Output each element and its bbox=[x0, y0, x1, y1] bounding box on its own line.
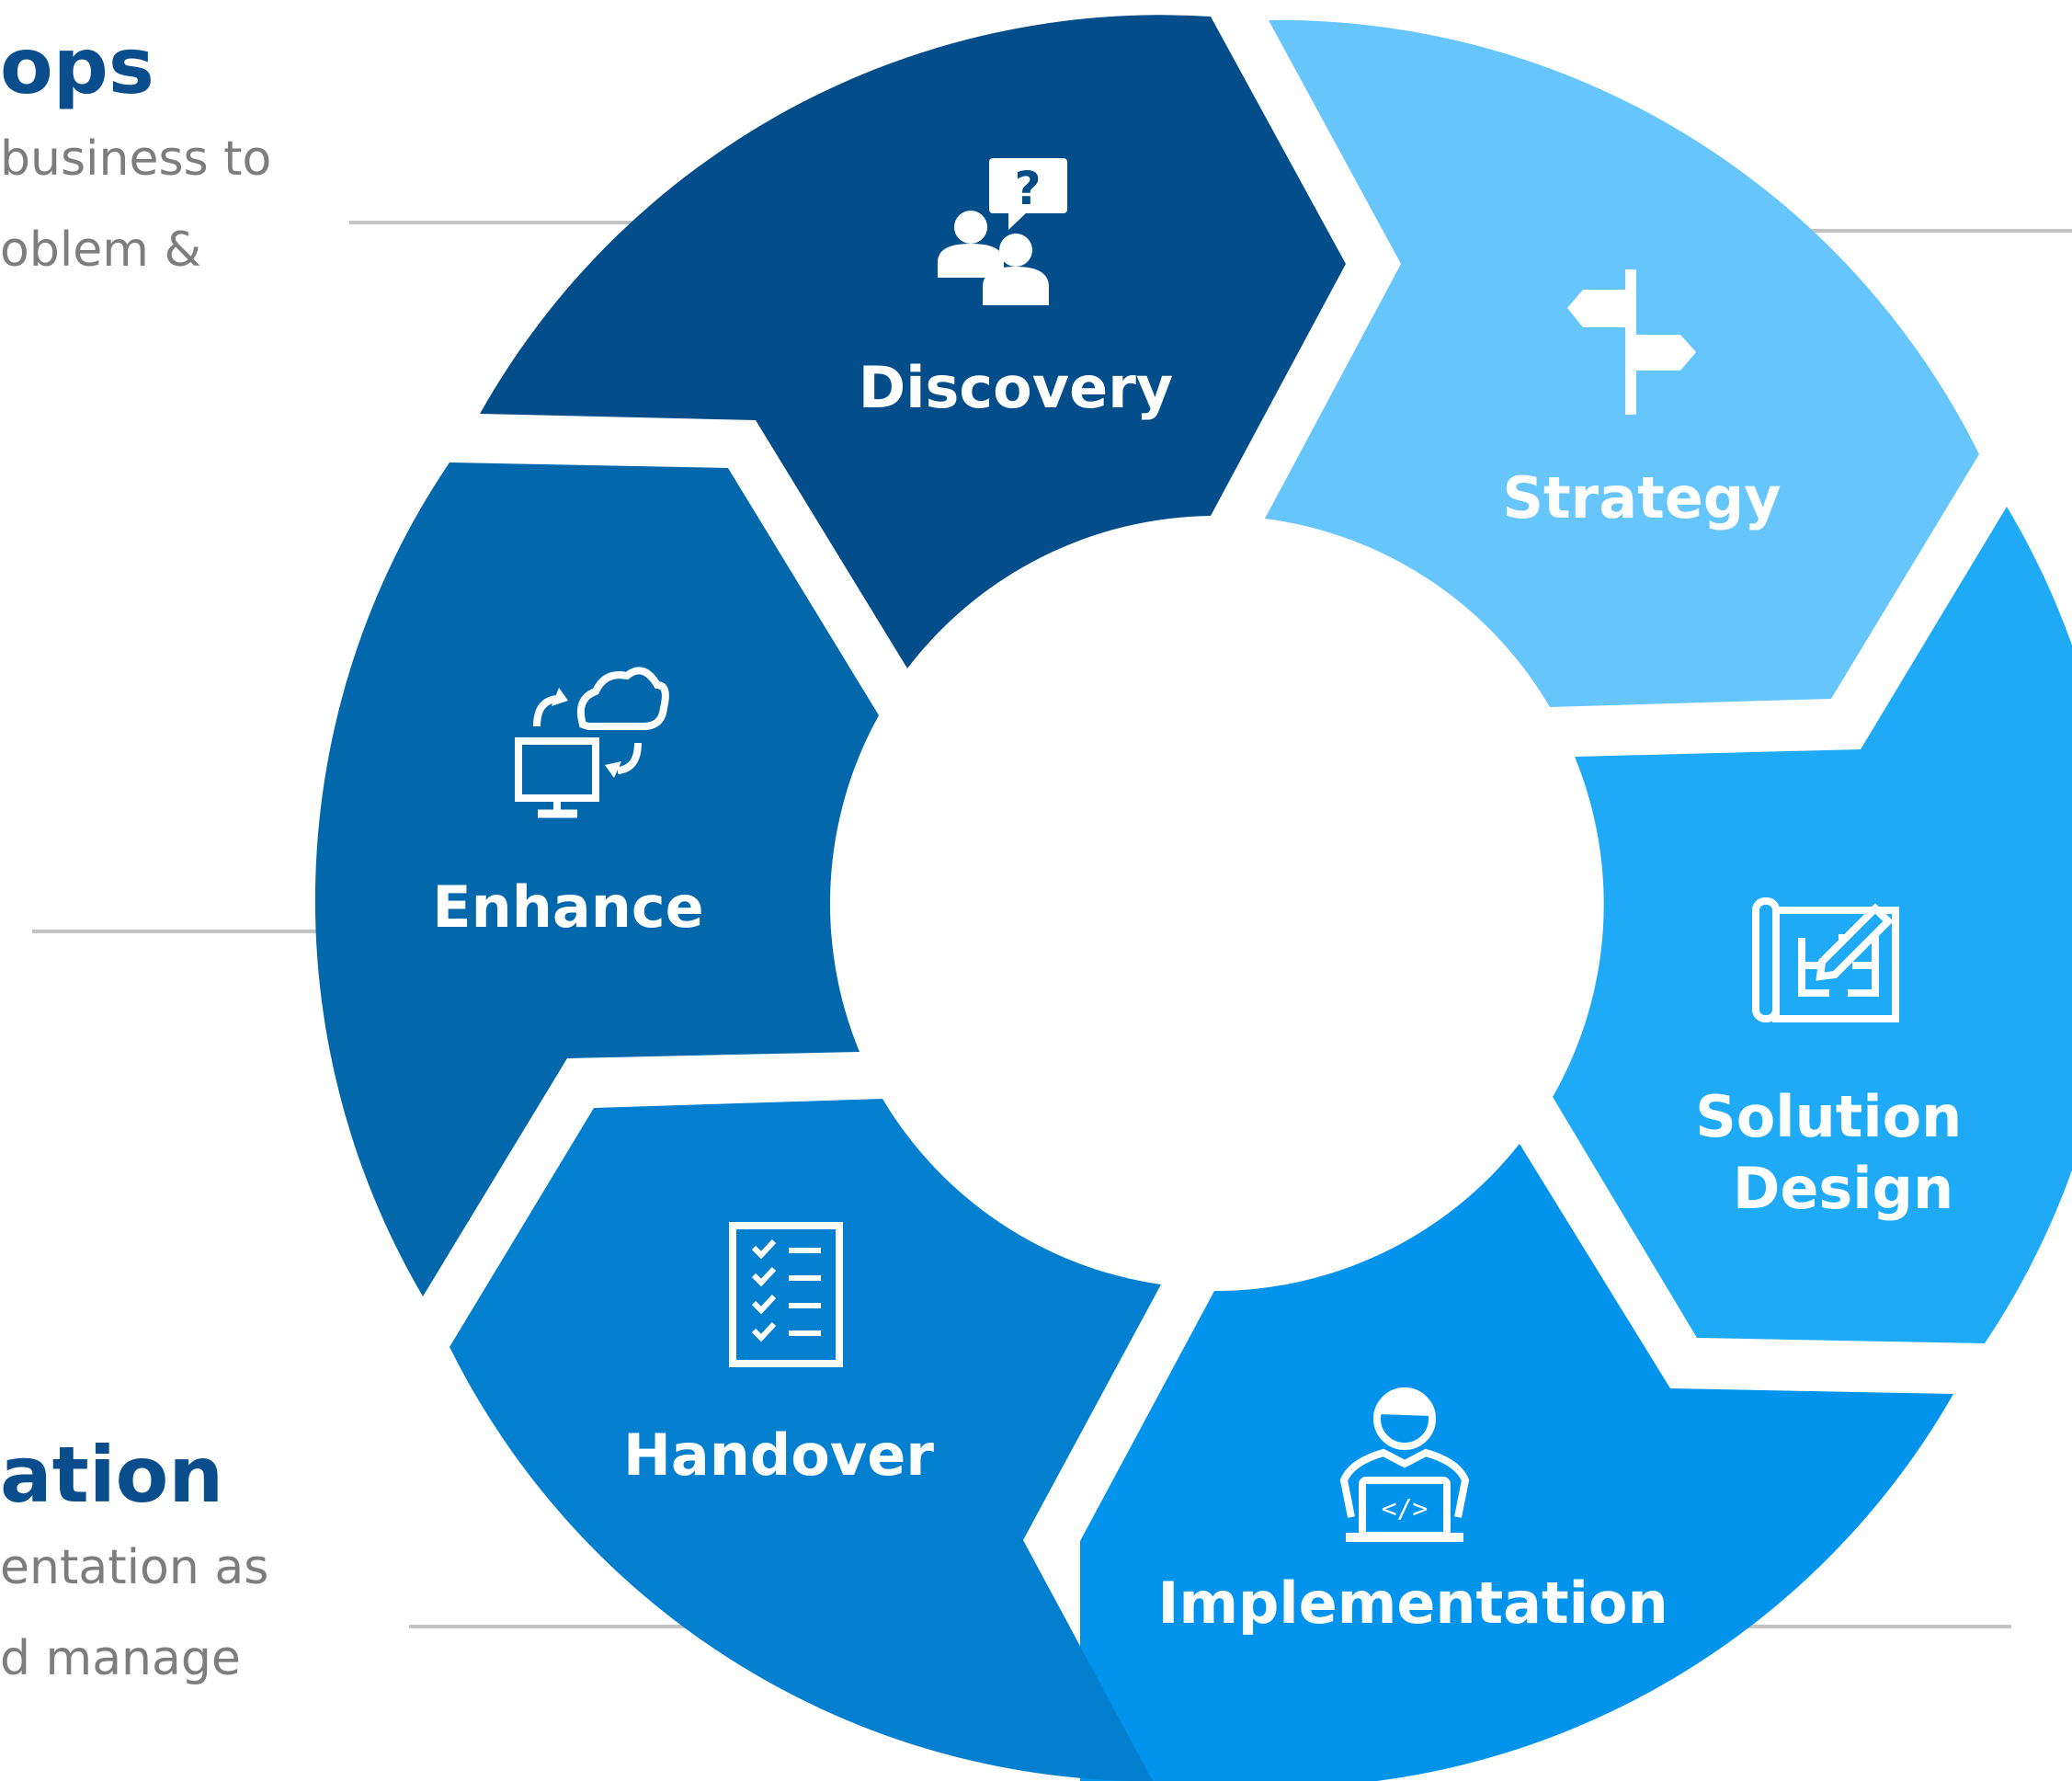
side-body-top: business to oblem & bbox=[0, 114, 271, 296]
segment-handover-label: Handover bbox=[623, 1421, 934, 1489]
side-title-bottom: ation bbox=[0, 1430, 224, 1520]
cloud-sync-icon bbox=[515, 667, 669, 818]
segment-strategy: Strategy bbox=[1265, 19, 1979, 708]
segment-solution-design: Solution Design bbox=[1553, 507, 2072, 1343]
svg-text:</>: </> bbox=[1382, 1493, 1429, 1524]
svg-text:?: ? bbox=[1014, 162, 1041, 215]
segment-strategy-shape bbox=[1265, 19, 1979, 708]
segment-enhance-label: Enhance bbox=[432, 873, 703, 941]
segment-discovery-label: Discovery bbox=[859, 354, 1173, 421]
segment-solution-design-label-line-1: Solution bbox=[1695, 1083, 1962, 1150]
developer-laptop-icon: </> bbox=[1339, 1387, 1470, 1542]
discussion-question-icon: ? bbox=[938, 158, 1067, 305]
side-text-bottom: ation entation as d manage bbox=[0, 1436, 268, 1705]
segment-solution-design-label: Solution Design bbox=[1695, 1083, 1982, 1222]
segment-handover: Handover bbox=[450, 1099, 1161, 1781]
side-body-top-line-2: oblem & bbox=[0, 223, 201, 278]
segment-strategy-label: Strategy bbox=[1502, 464, 1781, 531]
side-body-bottom-line-1: entation as bbox=[0, 1540, 269, 1595]
side-body-bottom: entation as d manage bbox=[0, 1523, 268, 1705]
segment-enhance-shape bbox=[314, 462, 880, 1296]
segment-handover-label-line: Handover bbox=[623, 1421, 934, 1489]
segment-solution-design-label-line-2: Design bbox=[1733, 1155, 1953, 1222]
segment-discovery-shape bbox=[480, 15, 1346, 668]
segment-discovery-label-line: Discovery bbox=[859, 354, 1173, 421]
side-body-bottom-line-2: d manage bbox=[0, 1631, 241, 1686]
blueprint-icon bbox=[1752, 897, 1899, 1022]
segment-implementation-label-line: Implementation bbox=[1157, 1570, 1668, 1637]
segment-enhance-label-line: Enhance bbox=[432, 873, 703, 941]
side-body-top-line-1: business to bbox=[0, 131, 272, 187]
segment-implementation: </> Implementation bbox=[1080, 1144, 1953, 1781]
segment-solution-design-shape bbox=[1553, 507, 2072, 1343]
segment-implementation-shape bbox=[1080, 1144, 1953, 1781]
segment-discovery: ? Discovery bbox=[480, 15, 1346, 668]
side-title-top: ops bbox=[0, 21, 154, 111]
signpost-icon bbox=[1567, 269, 1696, 415]
segment-implementation-label: Implementation bbox=[1157, 1570, 1668, 1637]
segment-enhance: Enhance bbox=[314, 462, 880, 1296]
segment-handover-shape bbox=[450, 1099, 1161, 1781]
checklist-icon bbox=[729, 1222, 843, 1367]
side-text-top: ops business to oblem & bbox=[0, 28, 271, 296]
segment-strategy-label-line: Strategy bbox=[1502, 464, 1781, 531]
